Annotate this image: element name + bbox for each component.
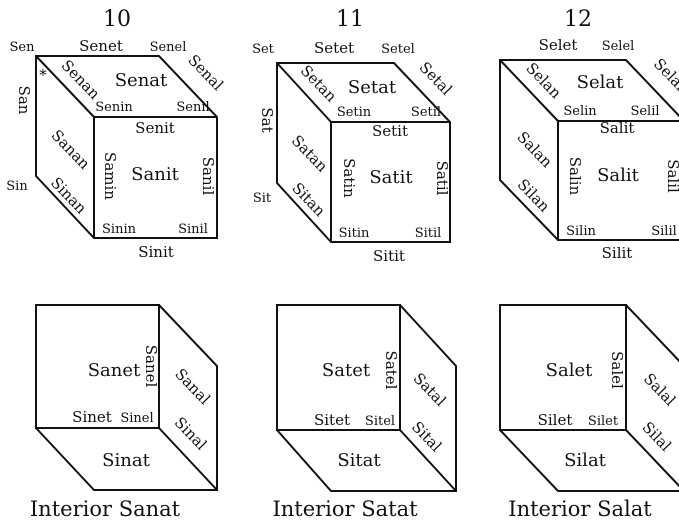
- bottom-label: Sinit: [138, 243, 174, 261]
- inner-corner-label: Senil: [176, 100, 209, 115]
- front-right-label: Sanil: [199, 157, 217, 196]
- inner-corner-label: Setil: [411, 105, 441, 120]
- front-bottom-right-label: Silil: [651, 224, 677, 239]
- corner-label: Sit: [253, 191, 272, 206]
- interior-bottom-small-label: Silet: [588, 414, 619, 429]
- inner-corner-label: Senin: [95, 100, 133, 115]
- column-caption: Interior Satat: [272, 497, 418, 521]
- front-bottom-left-label: Silin: [566, 224, 596, 239]
- interior-vertical-label: Satel: [382, 351, 400, 390]
- interior-cube: Satet Satel Satal Sitet Sitel Sital Sita…: [276, 304, 457, 492]
- interior-upper-diagonal-label: Sanal: [171, 365, 214, 408]
- corner-label: Selel: [602, 39, 635, 54]
- column-number: 11: [336, 7, 364, 32]
- top-edge-label: Senet: [79, 37, 123, 55]
- top-face-label: Senat: [115, 70, 168, 91]
- top-right-edge-label: Senal: [184, 51, 227, 94]
- cube-edges: [499, 59, 679, 241]
- column-number: 12: [564, 7, 592, 32]
- outer-cube: Selet Selel Selat Selan Selal Selin Seli…: [499, 36, 679, 262]
- front-left-label: Satin: [340, 158, 358, 198]
- bottom-label: Silit: [602, 244, 633, 262]
- outer-cube: Sen Senet Senel San Sin * Senat Senan Se…: [6, 37, 227, 261]
- bottom-label: Sitit: [373, 247, 405, 265]
- top-left-edge-label: Senan: [58, 56, 104, 103]
- front-top-label: Salit: [600, 119, 635, 137]
- cube-edges: [276, 62, 451, 243]
- top-edge-label: Selet: [539, 36, 578, 54]
- column-number: 10: [103, 7, 131, 32]
- inner-corner-label: Selin: [563, 104, 597, 119]
- interior-floor-label: Silat: [564, 450, 607, 471]
- front-left-label: Salin: [566, 157, 584, 196]
- front-center-label: Sanit: [131, 164, 179, 185]
- interior-cube: Salet Salel Salal Silet Silet Silal Sila…: [499, 304, 679, 492]
- interior-edges: [499, 304, 679, 492]
- inner-corner-label: Setin: [337, 105, 372, 120]
- interior-cube: Sanet Sanel Sanal Sinet Sinel Sinal Sina…: [35, 304, 218, 491]
- interior-edges: [276, 304, 457, 492]
- interior-bottom-left-label: Silet: [538, 411, 573, 429]
- corner-label: Sen: [10, 40, 36, 55]
- interior-center-label: Salet: [546, 360, 593, 381]
- cube-edges: [35, 55, 218, 239]
- interior-upper-diagonal-label: Salal: [640, 370, 679, 410]
- interior-lower-diagonal-label: Sital: [408, 418, 445, 456]
- front-top-label: Setit: [372, 122, 408, 140]
- corner-label: Sin: [6, 179, 28, 194]
- corner-label: Senel: [150, 40, 187, 55]
- interior-edges: [35, 304, 218, 491]
- interior-center-label: Sanet: [88, 360, 141, 381]
- top-face-label: Selat: [577, 72, 624, 93]
- interior-bottom-small-label: Sinel: [120, 411, 153, 426]
- top-edge-label: Setet: [314, 39, 354, 57]
- left-edge-upper-label: Salan: [513, 128, 556, 171]
- left-edge-label: San: [15, 86, 33, 115]
- left-edge-lower-label: Silan: [514, 175, 554, 215]
- column-12: 12 Selet Selel Selat Selan Selal Selin S…: [499, 7, 679, 521]
- front-center-label: Salit: [597, 165, 640, 186]
- left-edge-lower-label: Sitan: [288, 179, 329, 220]
- front-right-label: Satil: [433, 161, 451, 196]
- left-edge-upper-label: Satan: [288, 131, 332, 175]
- front-bottom-right-label: Sinil: [178, 222, 208, 237]
- front-right-label: Salil: [664, 159, 679, 193]
- interior-vertical-label: Salel: [608, 351, 626, 389]
- interior-center-label: Satet: [322, 360, 371, 381]
- front-bottom-left-label: Sinin: [102, 222, 137, 237]
- inner-corner-label: Selil: [630, 104, 659, 119]
- column-11: 11 Set Setet Setel Sat Sit Setat Setan S…: [252, 7, 457, 521]
- front-top-label: Senit: [135, 119, 175, 137]
- star-marker: *: [39, 66, 47, 84]
- interior-bottom-small-label: Sitel: [365, 414, 395, 429]
- interior-bottom-left-label: Sitet: [314, 411, 350, 429]
- interior-upper-diagonal-label: Satal: [410, 369, 450, 410]
- front-center-label: Satit: [369, 167, 413, 188]
- interior-bottom-left-label: Sinet: [72, 408, 112, 426]
- top-face-label: Setat: [348, 77, 397, 98]
- front-left-label: Samin: [101, 152, 119, 200]
- interior-floor-label: Sitat: [337, 450, 381, 471]
- left-edge-upper-label: Sanan: [48, 126, 94, 173]
- column-caption: Interior Salat: [508, 497, 652, 521]
- interior-vertical-label: Sanel: [142, 345, 160, 388]
- front-bottom-right-label: Sitil: [415, 226, 442, 241]
- front-bottom-left-label: Sitin: [339, 226, 370, 241]
- left-edge-label: Sat: [258, 107, 276, 132]
- column-10: 10 Sen Senet Senel San Sin * Senat Senan…: [6, 7, 227, 521]
- outer-cube: Set Setet Setel Sat Sit Setat Setan Seta…: [252, 39, 456, 265]
- corner-label: Setel: [381, 42, 415, 57]
- top-left-edge-label: Selan: [522, 59, 565, 102]
- interior-floor-label: Sinat: [102, 450, 150, 471]
- top-left-edge-label: Setan: [297, 62, 341, 106]
- corner-label: Set: [252, 42, 275, 57]
- column-caption: Interior Sanat: [30, 497, 181, 521]
